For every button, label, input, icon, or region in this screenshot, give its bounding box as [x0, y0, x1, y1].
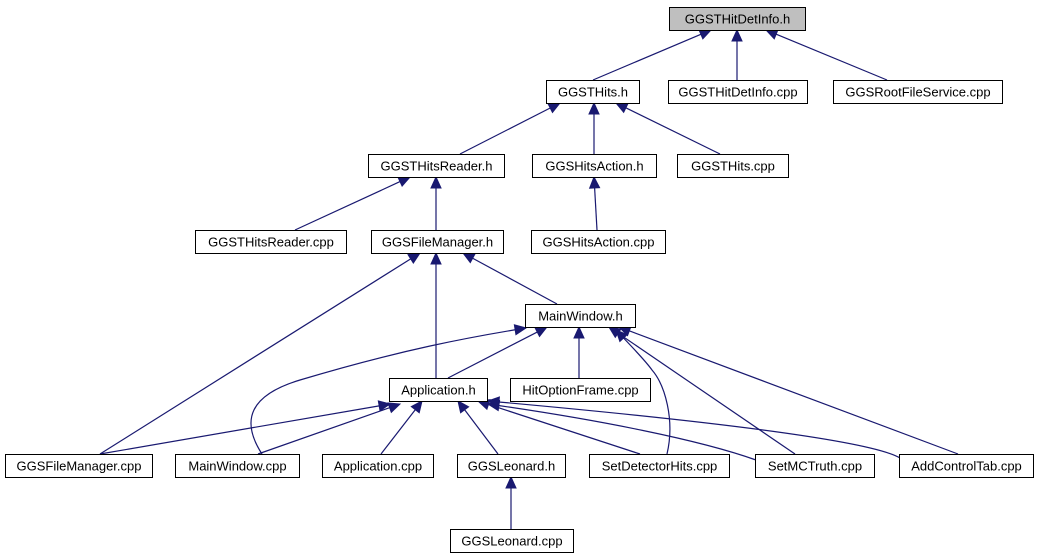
edge-setmctruth_cpp-to-mainwindow_h — [608, 326, 796, 455]
node-box — [510, 378, 651, 402]
node-label: GGSTHitsReader.cpp — [208, 235, 334, 250]
node-label: GGSTHitDetInfo.h — [685, 12, 790, 27]
node-setdetectorhits-cpp[interactable]: SetDetectorHits.cpp — [589, 454, 730, 478]
edge-hitsaction_h-to-thits_h — [588, 101, 600, 154]
edge-filemanager_h-to-hitsreader_h — [430, 175, 442, 230]
edge-application_h-to-mainwindow_h — [447, 326, 549, 379]
node-leonard-cpp[interactable]: GGSLeonard.cpp — [450, 529, 574, 553]
node-box — [457, 454, 566, 478]
node-label: GGSTHitDetInfo.cpp — [678, 85, 797, 100]
node-label: GGSHitsAction.cpp — [543, 235, 655, 250]
edge-thits_cpp-to-thits_h — [614, 102, 721, 155]
node-label: SetDetectorHits.cpp — [602, 459, 718, 474]
node-setmctruth-cpp[interactable]: SetMCTruth.cpp — [755, 454, 875, 478]
node-box — [899, 454, 1034, 478]
node-thits-cpp[interactable]: GGSTHits.cpp — [677, 154, 789, 178]
node-leonard-h[interactable]: GGSLeonard.h — [457, 454, 566, 478]
edge-hitoptionframe_cpp-to-mainwindow_h — [573, 325, 585, 378]
node-hitsreader-h[interactable]: GGSTHitsReader.h — [368, 154, 505, 178]
edge-hitdetinfo_cpp-to-hitdetinfo_h — [731, 28, 743, 80]
node-box — [589, 454, 730, 478]
edge-setmctruth_cpp-to-application_h — [486, 399, 757, 461]
node-label: MainWindow.h — [538, 309, 623, 324]
node-box — [833, 80, 1003, 104]
node-box — [525, 304, 636, 328]
node-box — [389, 378, 488, 402]
node-box — [531, 230, 666, 254]
node-label: GGSTHitsReader.h — [381, 159, 493, 174]
node-label: MainWindow.cpp — [188, 459, 286, 474]
node-thits-h[interactable]: GGSTHits.h — [546, 80, 640, 104]
edge-mainwindow_h-to-filemanager_h — [461, 252, 558, 305]
node-box — [668, 80, 808, 104]
node-box — [371, 230, 504, 254]
edge-filemanager_cpp-to-application_h — [99, 400, 392, 455]
node-hitsaction-h[interactable]: GGSHitsAction.h — [532, 154, 657, 178]
edge-leonard_cpp-to-leonard_h — [505, 475, 517, 529]
node-label: GGSLeonard.h — [468, 459, 555, 474]
node-label: Application.h — [401, 383, 475, 398]
node-box — [677, 154, 789, 178]
node-box — [450, 529, 574, 553]
node-hitsaction-cpp[interactable]: GGSHitsAction.cpp — [531, 230, 666, 254]
node-mainwindow-cpp[interactable]: MainWindow.cpp — [175, 454, 300, 478]
node-label: GGSFileManager.cpp — [16, 459, 141, 474]
edge-filemanager_cpp-to-filemanager_h — [99, 252, 422, 455]
node-filemanager-cpp[interactable]: GGSFileManager.cpp — [5, 454, 153, 478]
node-application-cpp[interactable]: Application.cpp — [322, 454, 434, 478]
edge-addcontroltab_cpp-to-application_h — [486, 396, 901, 459]
node-hitoptionframe-cpp[interactable]: HitOptionFrame.cpp — [510, 378, 651, 402]
node-label: GGSTHits.h — [558, 85, 628, 100]
node-hitsreader-cpp[interactable]: GGSTHitsReader.cpp — [195, 230, 347, 254]
edge-mainwindow_cpp-to-mainwindow_h — [250, 324, 528, 455]
node-rootfileservice-cpp[interactable]: GGSRootFileService.cpp — [833, 80, 1003, 104]
node-box — [546, 80, 640, 104]
node-box — [5, 454, 153, 478]
node-label: GGSLeonard.cpp — [461, 534, 562, 549]
node-label: GGSTHits.cpp — [691, 159, 775, 174]
node-label: HitOptionFrame.cpp — [522, 383, 638, 398]
edge-application_cpp-to-application_h — [380, 400, 423, 455]
node-hitdetinfo-cpp[interactable]: GGSTHitDetInfo.cpp — [668, 80, 808, 104]
edge-hitsreader_h-to-thits_h — [459, 102, 562, 155]
edge-hitsreader_cpp-to-hitsreader_h — [294, 176, 412, 231]
node-filemanager-h[interactable]: GGSFileManager.h — [371, 230, 504, 254]
node-box — [669, 7, 806, 31]
node-application-h[interactable]: Application.h — [389, 378, 488, 402]
node-label: SetMCTruth.cpp — [768, 459, 862, 474]
node-addcontroltab-cpp[interactable]: AddControlTab.cpp — [899, 454, 1034, 478]
node-label: AddControlTab.cpp — [911, 459, 1022, 474]
node-mainwindow-h[interactable]: MainWindow.h — [525, 304, 636, 328]
node-box — [322, 454, 434, 478]
node-box — [755, 454, 875, 478]
node-label: GGSFileManager.h — [382, 235, 493, 250]
node-label: GGSRootFileService.cpp — [845, 85, 990, 100]
node-label: GGSHitsAction.h — [545, 159, 643, 174]
edge-leonard_h-to-application_h — [457, 400, 499, 455]
node-hitdetinfo-h: GGSTHitDetInfo.h — [669, 7, 806, 31]
edge-mainwindow_cpp-to-application_h — [257, 402, 402, 455]
node-box — [368, 154, 505, 178]
edge-hitsaction_cpp-to-hitsaction_h — [588, 175, 601, 231]
node-label: Application.cpp — [334, 459, 422, 474]
edge-rootfileservice_cpp-to-hitdetinfo_h — [764, 29, 888, 81]
edge-thits_h-to-hitdetinfo_h — [592, 29, 713, 81]
node-box — [195, 230, 347, 254]
edge-application_h-to-filemanager_h — [430, 251, 442, 378]
node-box — [532, 154, 657, 178]
node-box — [175, 454, 300, 478]
